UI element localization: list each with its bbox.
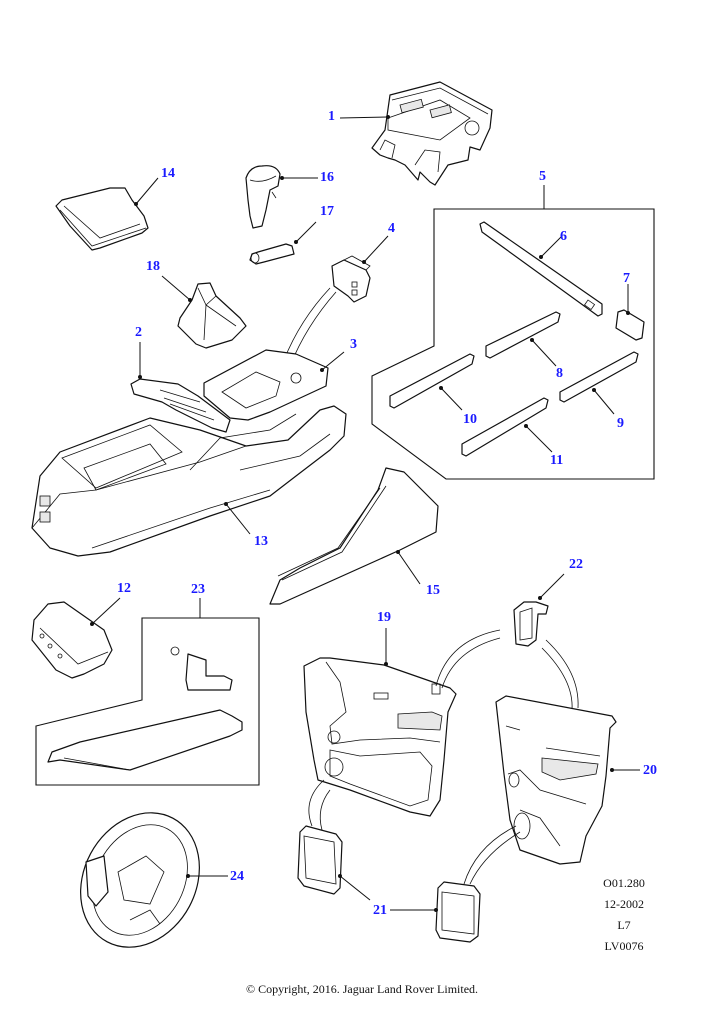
callout-11[interactable]: 11: [550, 453, 564, 468]
callout-13[interactable]: 13: [254, 534, 268, 549]
callout-5[interactable]: 5: [539, 169, 546, 184]
callout-19[interactable]: 19: [377, 610, 391, 625]
part-22-door-handle-bezel[interactable]: [435, 573, 579, 711]
callout-2[interactable]: 2: [135, 325, 142, 340]
part-8-trim-strip-8[interactable]: [485, 311, 561, 367]
part-12-rear-console-switch-pod[interactable]: [31, 597, 121, 679]
copyright-notice: © Copyright, 2016. Jaguar Land Rover Lim…: [245, 982, 479, 996]
callout-21[interactable]: 21: [373, 903, 387, 918]
callout-1[interactable]: 1: [328, 109, 335, 124]
callout-10[interactable]: 10: [463, 412, 477, 427]
callout-20[interactable]: 20: [643, 763, 657, 778]
callout-6[interactable]: 6: [560, 229, 567, 244]
callout-3[interactable]: 3: [350, 337, 357, 352]
callout-18[interactable]: 18: [146, 259, 160, 274]
callout-23[interactable]: 23: [191, 582, 205, 597]
part-11-trim-strip-11[interactable]: [461, 397, 553, 457]
reference-date: 12-2002: [604, 897, 644, 911]
part-23-parcel-shelf-kit[interactable]: [35, 598, 260, 786]
part-17-knob-adaptor[interactable]: [249, 221, 317, 265]
part-20-rear-door-trim-panel[interactable]: [495, 695, 640, 865]
reference-model: LV0076: [604, 939, 644, 953]
reference-code: O01.280: [603, 876, 645, 890]
part-7-small-trim-insert[interactable]: [615, 284, 645, 341]
part-3-gear-selector-surround[interactable]: [203, 349, 345, 421]
part-2-console-switch-panel[interactable]: [130, 342, 231, 433]
part-24-steering-wheel[interactable]: [58, 792, 228, 968]
callout-24[interactable]: 24: [230, 869, 244, 884]
callout-15[interactable]: 15: [426, 583, 440, 598]
callout-7[interactable]: 7: [623, 271, 630, 286]
callout-16[interactable]: 16: [320, 170, 334, 185]
part-5-trim-strip-kit[interactable]: [371, 185, 655, 480]
callout-22[interactable]: 22: [569, 557, 583, 572]
part-13-floor-console[interactable]: [31, 405, 347, 557]
callout-9[interactable]: 9: [617, 416, 624, 431]
part-14-armrest-lid[interactable]: [55, 177, 159, 251]
part-1-center-stack-bezel[interactable]: [339, 81, 493, 186]
part-21-speaker-grille[interactable]: [297, 779, 521, 943]
reference-level: L7: [617, 918, 631, 932]
part-6-long-trim-strip[interactable]: [479, 221, 603, 317]
callout-8[interactable]: 8: [556, 366, 563, 381]
part-16-gear-knob[interactable]: [245, 165, 318, 229]
part-19-front-door-trim-panel[interactable]: [303, 628, 457, 817]
part-15-console-side-panel[interactable]: [269, 467, 439, 605]
callout-17[interactable]: 17: [320, 204, 334, 219]
part-9-trim-strip-9[interactable]: [559, 351, 639, 415]
callout-14[interactable]: 14: [161, 166, 175, 181]
callout-4[interactable]: 4: [388, 221, 395, 236]
part-4-console-insert-bracket[interactable]: [283, 235, 389, 367]
callout-12[interactable]: 12: [117, 581, 131, 596]
part-18-gear-lever-gaiter[interactable]: [161, 275, 247, 349]
part-10-trim-strip-10[interactable]: [389, 353, 475, 411]
